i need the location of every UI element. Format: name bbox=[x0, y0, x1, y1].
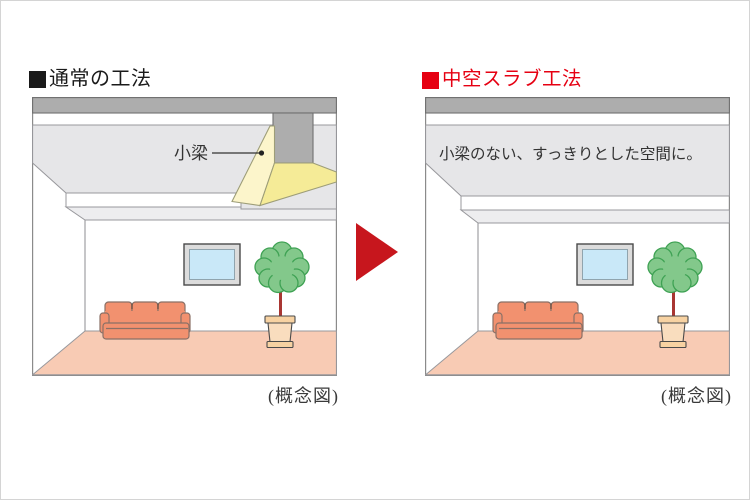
right-caption: (概念図) bbox=[661, 386, 732, 406]
plant-foliage bbox=[647, 241, 703, 294]
window bbox=[183, 243, 241, 286]
right-room-diagram: 小梁のない、すっきりとした空間に。 bbox=[425, 97, 730, 376]
left-title-text: 通常の工法 bbox=[49, 68, 152, 90]
potted-plant bbox=[254, 241, 310, 349]
sofa bbox=[99, 301, 191, 340]
small-beam bbox=[231, 112, 337, 207]
sofa bbox=[492, 301, 584, 340]
left-room-diagram: 小梁 bbox=[32, 97, 337, 376]
room-floor bbox=[425, 330, 730, 376]
ceiling-lower-strip bbox=[64, 206, 337, 221]
no-beam-description: 小梁のない、すっきりとした空間に。 bbox=[439, 145, 702, 163]
ceiling-plate bbox=[425, 124, 730, 197]
label-leader-dot bbox=[258, 150, 265, 156]
beam-label-group: 小梁 bbox=[174, 144, 265, 163]
ceiling-slab bbox=[32, 97, 337, 114]
room-floor bbox=[32, 330, 337, 376]
plant-pot bbox=[657, 315, 689, 349]
left-panel-title: 通常の工法 bbox=[29, 68, 152, 90]
window bbox=[576, 243, 634, 286]
right-panel-title: 中空スラブ工法 bbox=[422, 69, 582, 91]
right-title-text: 中空スラブ工法 bbox=[442, 68, 583, 91]
ceiling-lower-strip bbox=[459, 209, 730, 224]
black-square-marker-icon bbox=[29, 70, 46, 88]
potted-plant bbox=[647, 241, 703, 349]
left-caption: (概念図) bbox=[268, 386, 339, 406]
red-square-marker-icon bbox=[422, 71, 439, 89]
plant-foliage bbox=[254, 241, 310, 294]
beam-cross-section bbox=[272, 112, 314, 164]
beam-bottom-face bbox=[259, 162, 337, 207]
ceiling-slab bbox=[425, 97, 730, 114]
plant-pot bbox=[264, 315, 296, 349]
beam-label: 小梁 bbox=[174, 144, 208, 163]
arrow-right-icon bbox=[356, 223, 398, 281]
